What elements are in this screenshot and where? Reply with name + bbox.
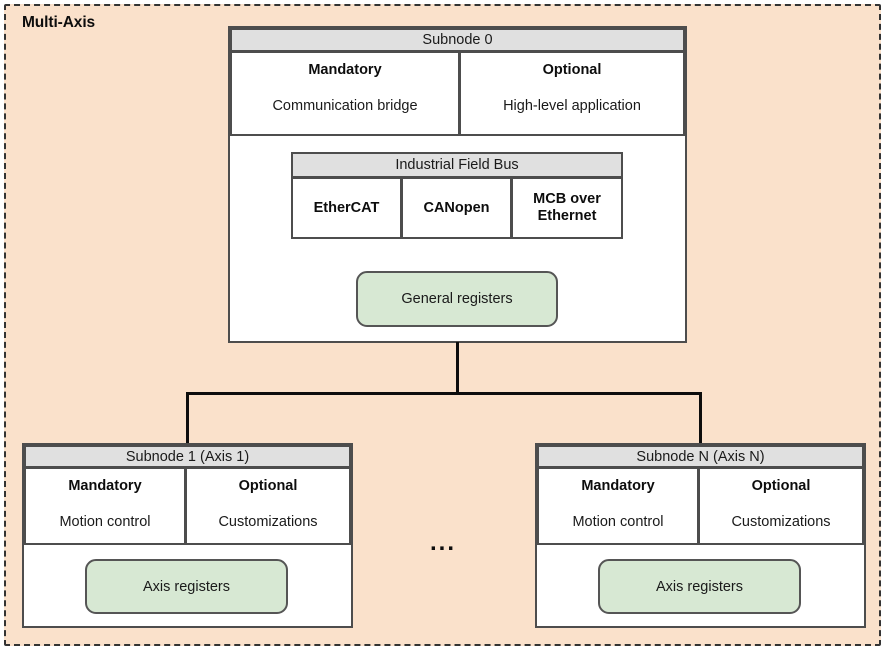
subnode-0-mandatory-cell: Mandatory Communication bridge [230,51,460,136]
subnode-n-mandatory-cell: Mandatory Motion control [537,467,699,545]
subnode-n-header: Subnode N (Axis N) [537,445,864,468]
connector-horizontal-bus [186,392,702,395]
protocol-canopen-label: CANopen [423,199,490,216]
subnode-0-optional-subtitle: High-level application [503,98,641,114]
subnode-1-mandatory-title: Mandatory [68,478,142,494]
protocol-canopen: CANopen [401,177,512,239]
subnode-0-header: Subnode 0 [230,28,685,52]
subnode-0-mandatory-subtitle: Communication bridge [272,98,418,114]
general-registers-box: General registers [356,271,558,327]
subnode-0-mandatory-title: Mandatory [308,62,382,78]
subnode-1-header: Subnode 1 (Axis 1) [24,445,351,468]
industrial-field-bus-header: Industrial Field Bus [291,152,623,178]
protocol-ethercat-label: EtherCAT [313,199,380,216]
subnode-n-optional-cell: Optional Customizations [698,467,864,545]
protocol-ethercat: EtherCAT [291,177,402,239]
subnode-1-axis-registers-box: Axis registers [85,559,288,614]
protocol-mcb-label-line1: MCB over [533,191,601,208]
protocol-mcb-label-line2: Ethernet [537,208,597,224]
protocol-mcb-over-ethernet: MCB over Ethernet [511,177,623,239]
subnode-1-optional-cell: Optional Customizations [185,467,351,545]
subnode-1-mandatory-subtitle: Motion control [59,514,151,530]
connector-branch-right [699,392,702,444]
ellipsis-separator: ... [430,529,457,556]
connector-branch-left [186,392,189,444]
subnode-1-optional-title: Optional [238,478,298,494]
subnode-n-mandatory-subtitle: Motion control [572,514,664,530]
subnode-n-optional-subtitle: Customizations [731,514,831,530]
multi-axis-title: Multi-Axis [22,14,96,31]
connector-trunk-vertical [456,342,459,394]
subnode-1-optional-subtitle: Customizations [218,514,318,530]
subnode-n-axis-registers-box: Axis registers [598,559,801,614]
subnode-0-optional-cell: Optional High-level application [459,51,685,136]
subnode-n-optional-title: Optional [751,478,811,494]
subnode-n-mandatory-title: Mandatory [581,478,655,494]
subnode-0-optional-title: Optional [542,62,602,78]
subnode-1-mandatory-cell: Mandatory Motion control [24,467,186,545]
